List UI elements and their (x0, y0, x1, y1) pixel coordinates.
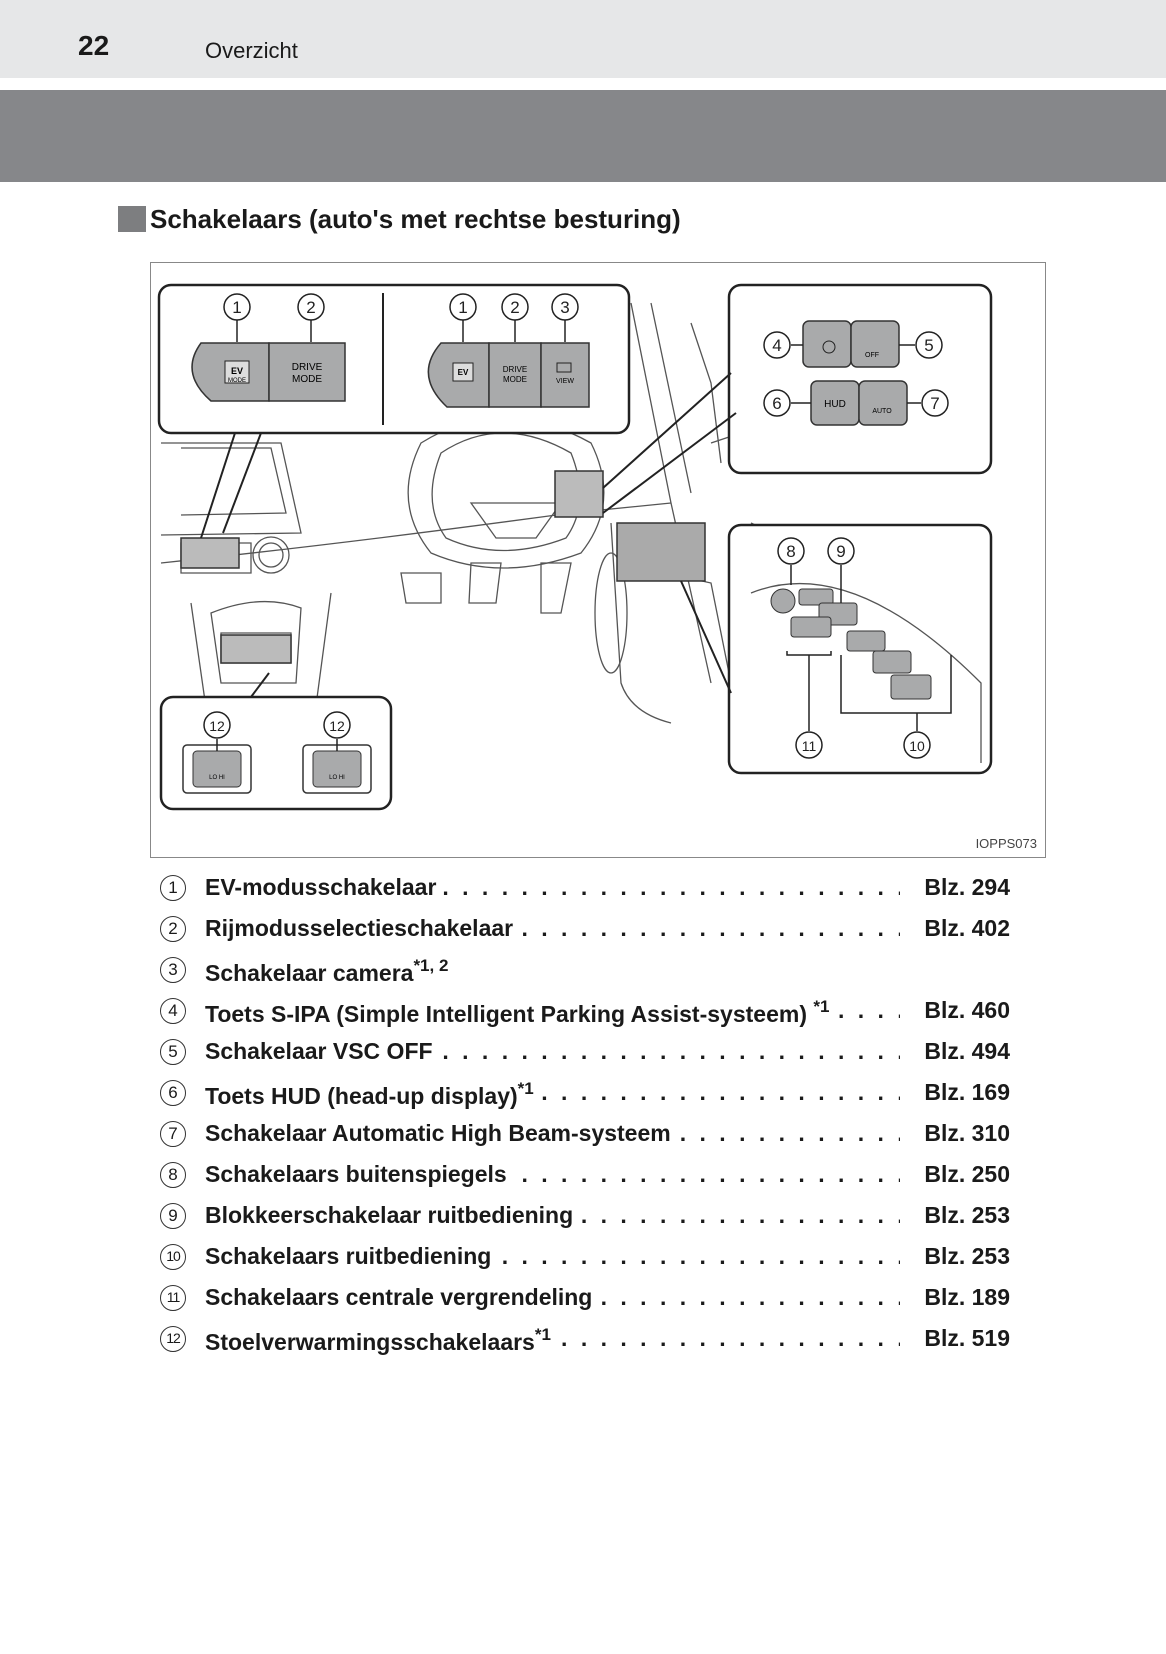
item-page-ref: Blz. 250 (918, 1161, 1010, 1188)
svg-text:EV: EV (231, 366, 243, 376)
item-page-ref: Blz. 494 (918, 1038, 1010, 1065)
item-number: 9 (160, 1203, 186, 1229)
figure-code: IOPPS073 (975, 836, 1037, 851)
list-item: 12 Stoelverwarmingsschakelaars*1 . . . .… (160, 1323, 1010, 1363)
item-number: 6 (160, 1080, 186, 1106)
inset-mode-switches: EV MODE DRIVE MODE EV DRIVE MODE VIEW (157, 283, 631, 539)
item-number: 11 (160, 1285, 186, 1311)
item-number: 4 (160, 998, 186, 1024)
section-title: Schakelaars (auto's met rechtse besturin… (150, 204, 681, 234)
item-page-ref: Blz. 169 (918, 1079, 1010, 1106)
inset-seat-heaters: LO HI LO HI (159, 672, 393, 811)
footnote-marker: *1, 2 (413, 956, 449, 975)
item-label: Schakelaars buitenspiegels (205, 1161, 513, 1188)
callout-markers (203, 293, 949, 759)
item-label: Schakelaar camera*1, 2 (205, 956, 455, 987)
svg-text:7: 7 (930, 394, 939, 413)
list-item: 1 EV-modusschakelaar . . . . . . . . . .… (160, 872, 1010, 912)
svg-text:LO HI: LO HI (209, 775, 225, 781)
svg-text:HUD: HUD (824, 399, 846, 410)
svg-text:DRIVE: DRIVE (503, 365, 527, 374)
list-item: 6 Toets HUD (head-up display)*1 . . . . … (160, 1077, 1010, 1117)
list-item: 2 Rijmodusselectieschakelaar . . . . . .… (160, 913, 1010, 953)
chapter-band (0, 90, 1166, 182)
svg-text:5: 5 (924, 336, 933, 355)
dashboard-illustration: EV MODE DRIVE MODE EV DRIVE MODE VIEW (150, 262, 1046, 858)
svg-text:3: 3 (560, 298, 569, 317)
item-page-ref: Blz. 189 (918, 1284, 1010, 1311)
item-label: Toets S-IPA (Simple Intelligent Parking … (205, 997, 836, 1028)
svg-text:8: 8 (786, 542, 795, 561)
item-page-ref: Blz. 519 (918, 1325, 1010, 1352)
item-label: Schakelaar VSC OFF (205, 1038, 439, 1065)
svg-text:OFF: OFF (865, 352, 879, 359)
item-label: Stoelverwarmingsschakelaars*1 (205, 1325, 557, 1356)
list-item: 5 Schakelaar VSC OFF . . . . . . . . . .… (160, 1036, 1010, 1076)
item-page-ref: Blz. 294 (918, 874, 1010, 901)
list-item: 7 Schakelaar Automatic High Beam-systeem… (160, 1118, 1010, 1158)
item-label: Blokkeerschakelaar ruitbediening (205, 1202, 580, 1229)
svg-text:EV: EV (458, 368, 469, 377)
section-marker (118, 206, 146, 232)
list-item: 3 Schakelaar camera*1, 2 (160, 954, 1010, 994)
item-page-ref: Blz. 310 (918, 1120, 1010, 1147)
svg-text:2: 2 (510, 298, 519, 317)
inset-door-switches (680, 523, 993, 775)
item-page-ref: Blz. 460 (918, 997, 1010, 1024)
list-item: 10 Schakelaars ruitbediening . . . . . .… (160, 1241, 1010, 1281)
item-label: Toets HUD (head-up display)*1 (205, 1079, 540, 1110)
page-number: 22 (78, 30, 110, 61)
svg-text:10: 10 (909, 738, 925, 754)
footnote-marker: *1 (813, 997, 830, 1016)
list-item: 8 Schakelaars buitenspiegels . . . . . .… (160, 1159, 1010, 1199)
svg-text:DRIVE: DRIVE (292, 362, 323, 373)
item-number: 8 (160, 1162, 186, 1188)
item-number: 5 (160, 1039, 186, 1065)
item-number: 2 (160, 916, 186, 942)
svg-text:VIEW: VIEW (556, 378, 574, 385)
list-item: 9 Blokkeerschakelaar ruitbediening . . .… (160, 1200, 1010, 1240)
item-label: Rijmodusselectieschakelaar (205, 915, 520, 942)
item-number: 1 (160, 875, 186, 901)
item-label: Schakelaars centrale vergrendeling (205, 1284, 599, 1311)
svg-text:9: 9 (836, 542, 845, 561)
svg-text:MODE: MODE (292, 374, 322, 385)
svg-text:1: 1 (458, 298, 467, 317)
item-page-ref: Blz. 402 (918, 915, 1010, 942)
svg-text:1: 1 (232, 298, 241, 317)
list-item: 4 Toets S-IPA (Simple Intelligent Parkin… (160, 995, 1010, 1035)
item-label: Schakelaars ruitbediening (205, 1243, 498, 1270)
item-number: 10 (160, 1244, 186, 1270)
svg-text:11: 11 (802, 738, 817, 754)
svg-text:2: 2 (306, 298, 315, 317)
svg-text:12: 12 (209, 718, 225, 734)
svg-text:MODE: MODE (503, 375, 527, 384)
item-label: Schakelaar Automatic High Beam-systeem (205, 1120, 677, 1147)
list-item: 11 Schakelaars centrale vergrendeling . … (160, 1282, 1010, 1322)
item-page-ref: Blz. 253 (918, 1202, 1010, 1229)
svg-text:LO HI: LO HI (329, 775, 345, 781)
svg-text:4: 4 (772, 336, 781, 355)
footnote-marker: *1 (517, 1079, 534, 1098)
svg-text:MODE: MODE (228, 378, 246, 384)
svg-text:6: 6 (772, 394, 781, 413)
running-title: Overzicht (205, 38, 298, 63)
svg-text:12: 12 (329, 718, 345, 734)
item-number: 12 (160, 1326, 186, 1352)
header-bar (0, 0, 1166, 78)
item-label: EV-modusschakelaar (205, 874, 443, 901)
footnote-marker: *1 (534, 1325, 551, 1344)
item-number: 7 (160, 1121, 186, 1147)
item-number: 3 (160, 957, 186, 983)
item-page-ref: Blz. 253 (918, 1243, 1010, 1270)
svg-text:AUTO: AUTO (872, 408, 892, 415)
